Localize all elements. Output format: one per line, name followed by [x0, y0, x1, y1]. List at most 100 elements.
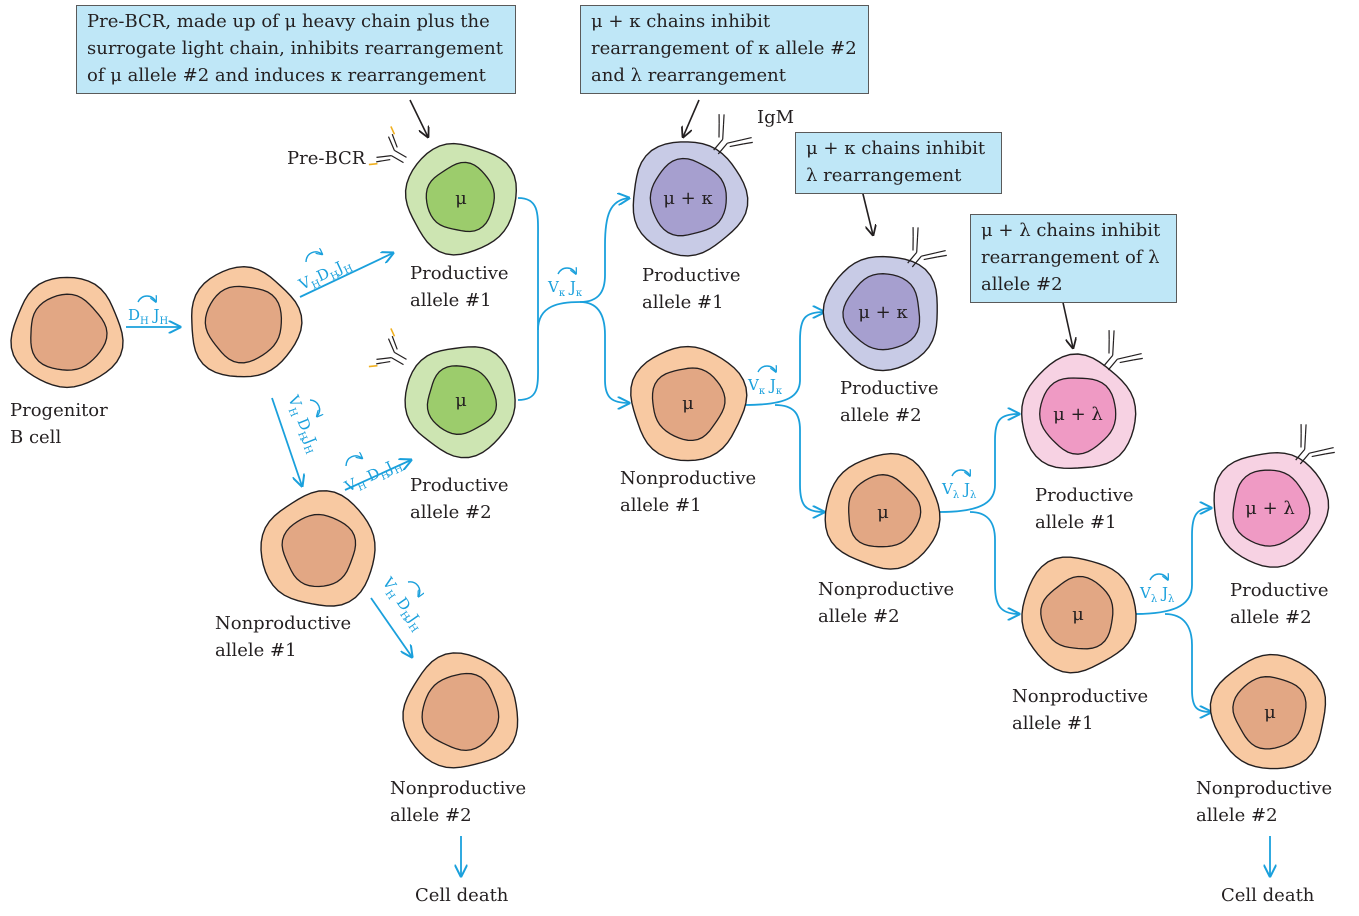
pointer-note-mk	[683, 99, 700, 137]
branch-lambda1-down	[969, 511, 996, 585]
note-pointers	[409, 99, 1073, 348]
note-prebcr-line2: surrogate light chain, inhibits rearrang…	[87, 38, 503, 59]
label-lambda-nonproductive-2: Nonproductive allele #2	[1196, 775, 1332, 829]
arrow-lambda-productive-1	[994, 414, 1019, 441]
cell-nucleus	[421, 672, 500, 752]
cell-kappa-productive-1: μ + κ	[632, 141, 749, 257]
cell-nucleus-label: μ + κ	[858, 302, 908, 323]
cell-nucleus-label: μ	[1072, 604, 1084, 625]
cell-nucleus-label: μ	[682, 393, 694, 414]
label-text: Productive	[1230, 580, 1329, 601]
svg-text:VH DHJH: VH DHJH	[341, 454, 405, 499]
label-prebcr: Pre-BCR	[287, 148, 366, 169]
cell-nucleus	[848, 474, 922, 548]
label-text: Nonproductive	[390, 778, 527, 799]
gene-label-vj-kappa-2: Vκ Jκ	[747, 376, 783, 397]
label-text: allele #1	[1012, 713, 1094, 734]
arrow-vdj-productive-1	[299, 253, 393, 298]
igm-receptor-lambda-1	[1103, 330, 1143, 371]
arrow-kappa-nonproductive-2	[799, 484, 824, 512]
recombination-curl-lambda-1	[951, 470, 970, 476]
label-heavy-nonproductive-2: Nonproductive allele #2	[390, 775, 526, 829]
recombination-curl-vdj-1	[305, 249, 322, 263]
label-text: allele #2	[1230, 607, 1312, 628]
gene-label-vj-kappa-1: Vκ Jκ	[547, 278, 583, 299]
label-text: Productive	[410, 475, 509, 496]
cell-nucleus	[842, 273, 921, 351]
note-mk-line1: μ + κ chains inhibit	[591, 11, 771, 32]
cell-nucleus	[651, 367, 726, 442]
arrow-vdj-nonproductive-1	[271, 397, 302, 486]
gene-label-vdj-productive-1: VHDHJH	[295, 258, 355, 294]
branch-heavy-2	[517, 330, 539, 401]
label-text: Nonproductive	[215, 613, 352, 634]
note-ml-line2: rearrangement of λ	[981, 247, 1160, 268]
label-text: Productive	[840, 378, 939, 399]
label-progenitor-line2: B cell	[10, 427, 62, 448]
note-mu-lambda: μ + λ chains inhibit rearrangement of λ …	[970, 214, 1177, 303]
cell-nucleus-label: μ + λ	[1245, 498, 1295, 519]
branch-kappa-down	[579, 301, 606, 380]
cell-nucleus	[1040, 575, 1114, 650]
label-text: allele #2	[818, 606, 900, 627]
cell-nucleus-label: μ	[455, 390, 467, 411]
cell-heavy-productive-1: μ	[404, 142, 518, 256]
pre-bcr-receptor-1	[368, 126, 407, 166]
cell-heavy-productive-2: μ	[404, 346, 516, 459]
gene-label-vj-lambda-1: Vλ Jλ	[941, 480, 977, 501]
note-mkl-line1: μ + κ chains inhibit	[806, 138, 986, 159]
label-text: Nonproductive	[818, 579, 955, 600]
cell-nucleus	[30, 293, 108, 371]
label-text: allele #1	[642, 292, 724, 313]
pointer-note-mkl	[861, 189, 873, 235]
branch-lambda2-up	[1134, 535, 1193, 615]
pathway-arrows	[126, 198, 1270, 876]
gene-label-dj: DH JH	[128, 306, 169, 327]
receptors	[368, 114, 1335, 465]
svg-text:Vλ Jλ: Vλ Jλ	[1139, 584, 1175, 605]
label-lambda-nonproductive-1: Nonproductive allele #1	[1012, 683, 1148, 737]
note-mu-kappa-lambda: μ + κ chains inhibit λ rearrangement	[795, 132, 1002, 194]
cell-nucleus	[1039, 377, 1117, 455]
svg-text:VH DHJH: VH DHJH	[281, 392, 323, 457]
label-text: allele #1	[620, 495, 702, 516]
label-kappa-productive-2: Productive allele #2	[840, 375, 939, 429]
gene-label-vj-lambda-2: Vλ Jλ	[1139, 584, 1175, 605]
label-text: Productive	[642, 265, 741, 286]
cell-nucleus	[281, 513, 357, 588]
label-progenitor: Progenitor B cell	[10, 397, 108, 451]
gene-label-vdj-nonproductive-2: VH DHJH	[378, 573, 423, 635]
arrow-kappa-nonproductive-1	[604, 379, 629, 403]
recombination-curl-vdj-3	[345, 453, 362, 467]
recombination-curl-kappa-2	[757, 366, 776, 372]
pointer-note-ml	[1061, 297, 1073, 348]
gene-label-vdj-nonproductive-1: VH DHJH	[281, 392, 323, 457]
gene-label-vdj-productive-2: VH DHJH	[341, 454, 405, 499]
arrow-kappa-productive-1	[604, 198, 629, 246]
cell-nucleus-label: μ + κ	[663, 188, 713, 209]
label-kappa-productive-1: Productive allele #1	[642, 262, 741, 316]
cell-nucleus	[426, 365, 498, 435]
note-mu-kappa-allele2: μ + κ chains inhibit rearrangement of κ …	[580, 5, 869, 94]
label-text: allele #2	[1196, 805, 1278, 826]
pointer-note-prebcr	[409, 99, 428, 137]
svg-text:Vλ Jλ: Vλ Jλ	[941, 480, 977, 501]
cell-nucleus	[1232, 469, 1311, 547]
label-text: allele #1	[1035, 512, 1117, 533]
label-text: Productive	[410, 263, 509, 284]
arrow-kappa-productive-2	[799, 312, 824, 341]
cell-heavy-nonproductive-2	[402, 652, 519, 769]
label-lambda-productive-1: Productive allele #1	[1035, 482, 1134, 536]
arrow-lambda-productive-2	[1191, 508, 1211, 536]
cell-nucleus-label: μ + λ	[1053, 404, 1103, 425]
branch-kappa2-up	[744, 340, 801, 406]
note-prebcr: Pre-BCR, made up of μ heavy chain plus t…	[76, 5, 516, 94]
label-text: allele #2	[390, 805, 472, 826]
pre-bcr-receptor-2	[368, 328, 407, 368]
label-text: allele #2	[410, 502, 492, 523]
recombination-curl-vdj-2	[309, 399, 322, 417]
recombination-curl-vdj-4	[407, 581, 423, 597]
cell-nucleus-label: μ	[1264, 702, 1276, 723]
arrow-vdj-productive-2	[344, 460, 411, 491]
arrow-lambda-nonproductive-2	[1191, 689, 1211, 712]
